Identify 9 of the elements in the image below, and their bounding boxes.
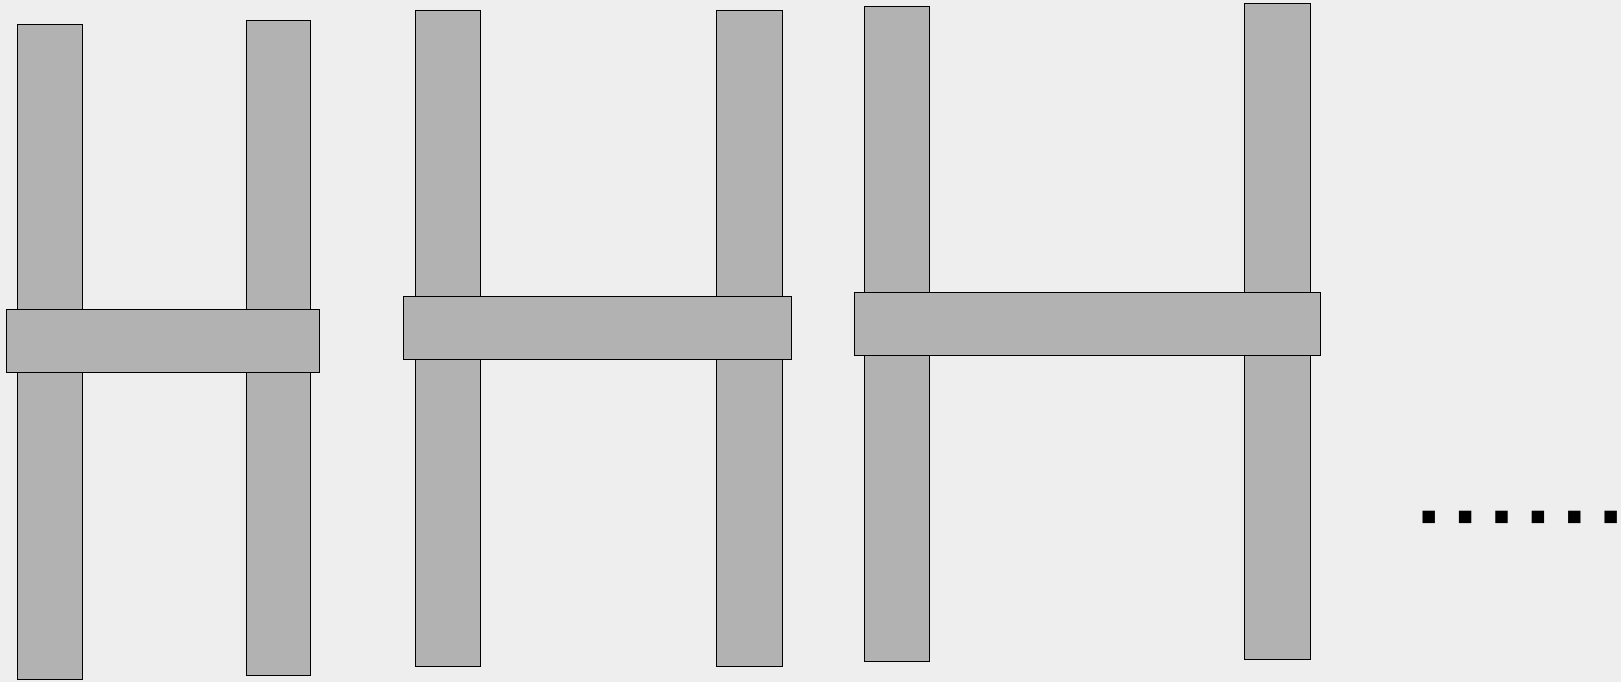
bar [864, 6, 931, 662]
bar [246, 19, 312, 677]
bar [6, 309, 321, 374]
bar [403, 295, 792, 360]
bar [716, 10, 783, 667]
bar [1243, 3, 1311, 660]
bar [414, 10, 481, 667]
bar [853, 291, 1322, 356]
bar [16, 23, 83, 681]
